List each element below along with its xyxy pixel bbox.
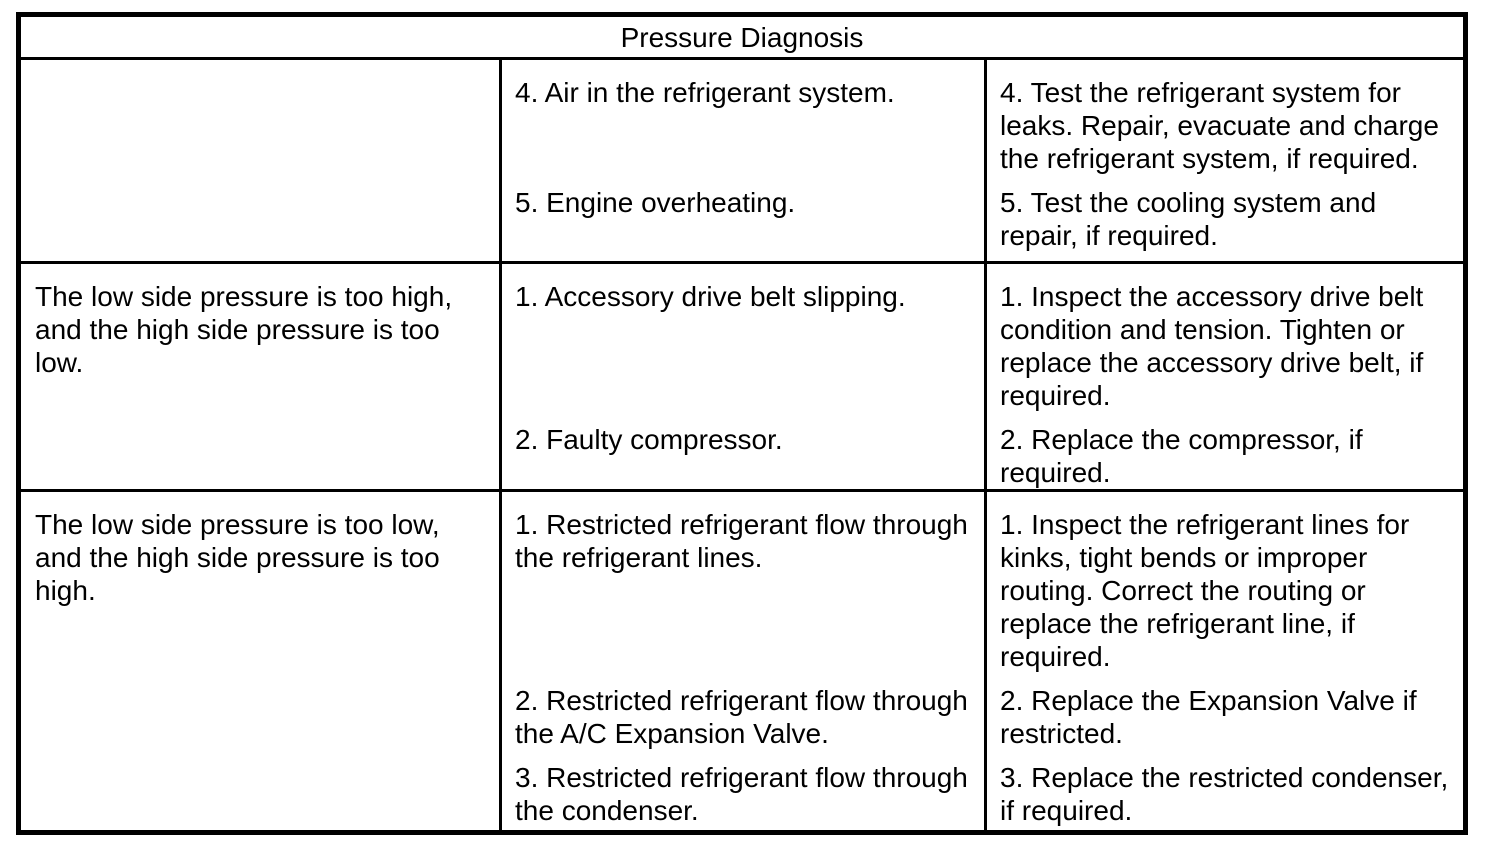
- cause-cell: 2. Restricted refrigerant flow through t…: [515, 685, 968, 749]
- cause-correction-pair: 3. Restricted refrigerant flow through t…: [499, 761, 1463, 827]
- cause-cell: 1. Accessory drive belt slipping.: [515, 281, 906, 312]
- condition-cell: The low side pressure is too high, and t…: [35, 281, 453, 378]
- cause-correction-pair: 1. Accessory drive belt slipping. 1. Ins…: [499, 280, 1463, 412]
- cause-correction-pair: 5. Engine overheating. 5. Test the cooli…: [499, 186, 1463, 252]
- cause-correction-pairs: 4. Air in the refrigerant system. 4. Tes…: [499, 60, 1463, 261]
- cause-cell: 1. Restricted refrigerant flow through t…: [515, 509, 968, 573]
- correction-cell: 1. Inspect the accessory drive belt cond…: [1000, 281, 1424, 411]
- table-title: Pressure Diagnosis: [620, 21, 864, 53]
- correction-cell: 5. Test the cooling system and repair, i…: [1000, 187, 1377, 251]
- condition-cell: [21, 60, 499, 261]
- correction-cell: 3. Replace the restricted condenser, if …: [1000, 762, 1449, 826]
- cause-cell: 4. Air in the refrigerant system.: [515, 77, 895, 108]
- correction-cell: 1. Inspect the refrigerant lines for kin…: [1000, 509, 1410, 672]
- correction-cell: 2. Replace the compressor, if required.: [1000, 424, 1363, 488]
- condition-cell: The low side pressure is too low, and th…: [35, 509, 440, 606]
- table-row: 4. Air in the refrigerant system. 4. Tes…: [21, 60, 1463, 264]
- cause-correction-pairs: 1. Accessory drive belt slipping. 1. Ins…: [499, 264, 1463, 489]
- cause-cell: 3. Restricted refrigerant flow through t…: [515, 762, 968, 826]
- cause-correction-pairs: 1. Restricted refrigerant flow through t…: [499, 492, 1463, 830]
- correction-cell: 4. Test the refrigerant system for leaks…: [1000, 77, 1439, 174]
- cause-correction-pair: 2. Faulty compressor. 2. Replace the com…: [499, 423, 1463, 489]
- cause-cell: 5. Engine overheating.: [515, 187, 796, 218]
- cause-cell: 2. Faulty compressor.: [515, 424, 783, 455]
- cause-correction-pair: 4. Air in the refrigerant system. 4. Tes…: [499, 76, 1463, 175]
- cause-correction-pair: 1. Restricted refrigerant flow through t…: [499, 508, 1463, 673]
- table-header-row: Pressure Diagnosis: [21, 17, 1463, 60]
- cause-correction-pair: 2. Restricted refrigerant flow through t…: [499, 684, 1463, 750]
- table-row: The low side pressure is too low, and th…: [21, 492, 1463, 830]
- pressure-diagnosis-table: Pressure Diagnosis 4. Air in the refrige…: [16, 12, 1468, 835]
- table-row: The low side pressure is too high, and t…: [21, 264, 1463, 492]
- correction-cell: 2. Replace the Expansion Valve if restri…: [1000, 685, 1417, 749]
